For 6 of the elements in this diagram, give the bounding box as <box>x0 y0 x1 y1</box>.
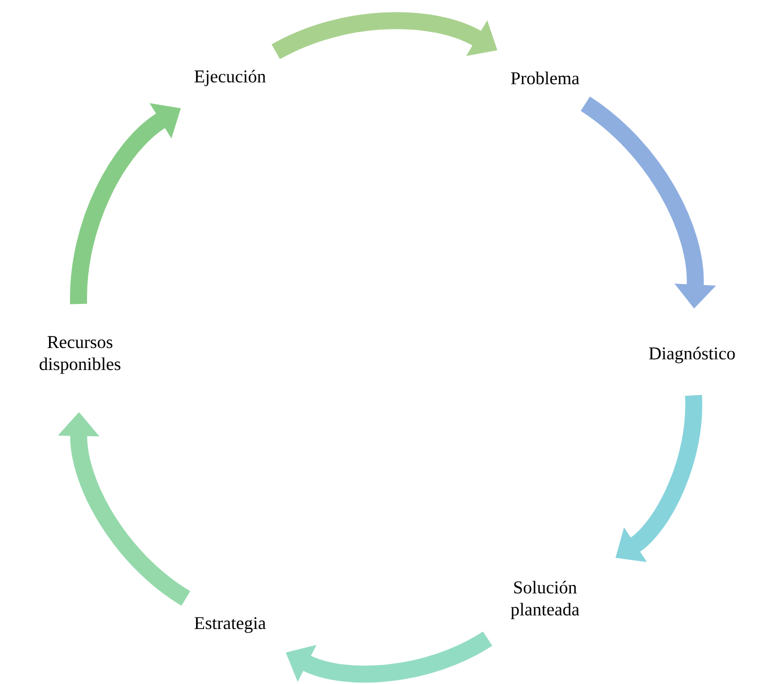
cycle-label: Estrategia <box>194 617 266 633</box>
cycle-label: Recursos disponibles <box>40 336 120 374</box>
cycle-label: Ejecución <box>194 70 266 86</box>
cycle-label: Solución planteada <box>510 580 580 620</box>
cycle-label: Diagnóstico <box>649 346 735 364</box>
cycle-label: Problema <box>511 72 580 84</box>
